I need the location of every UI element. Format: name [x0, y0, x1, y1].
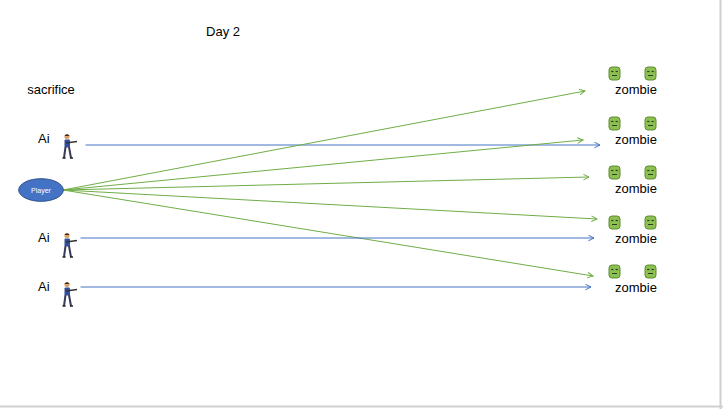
aim-arrow	[63, 177, 589, 190]
aim-arrow	[63, 190, 593, 276]
aim-arrow	[63, 91, 585, 190]
player-label: Player	[31, 187, 51, 194]
zombie-icons	[606, 66, 666, 82]
zombie-label: zombie	[615, 82, 657, 97]
aim-arrow	[63, 140, 583, 190]
zombie-label: zombie	[615, 132, 657, 147]
zombie-node: zombie	[606, 116, 666, 147]
zombie-label: zombie	[615, 280, 657, 295]
zombie-icons	[606, 215, 666, 231]
ai-node: Ai	[38, 130, 78, 159]
zombie-icons	[606, 264, 666, 280]
zombie-label: zombie	[615, 231, 657, 246]
zombie-node: zombie	[606, 264, 666, 295]
soldier-icon	[62, 232, 78, 258]
ai-node: Ai	[38, 278, 78, 307]
zombie-icons	[606, 116, 666, 132]
soldier-icon	[62, 281, 78, 307]
zombie-label: zombie	[615, 181, 657, 196]
ai-label: Ai	[38, 229, 50, 247]
shot-arrow	[81, 238, 594, 239]
ai-label: Ai	[38, 278, 50, 296]
ai-label: Ai	[38, 130, 50, 148]
zombie-node: zombie	[606, 66, 666, 97]
note-label: sacrifice	[27, 82, 75, 97]
soldier-icon	[62, 133, 78, 159]
shot-arrow	[81, 287, 591, 288]
zombie-node: zombie	[606, 215, 666, 246]
zombie-icons	[606, 165, 666, 181]
ai-node: Ai	[38, 229, 78, 258]
aim-arrow	[63, 190, 597, 219]
day-title: Day 2	[206, 24, 240, 39]
player-node: Player	[18, 178, 64, 202]
zombie-node: zombie	[606, 165, 666, 196]
